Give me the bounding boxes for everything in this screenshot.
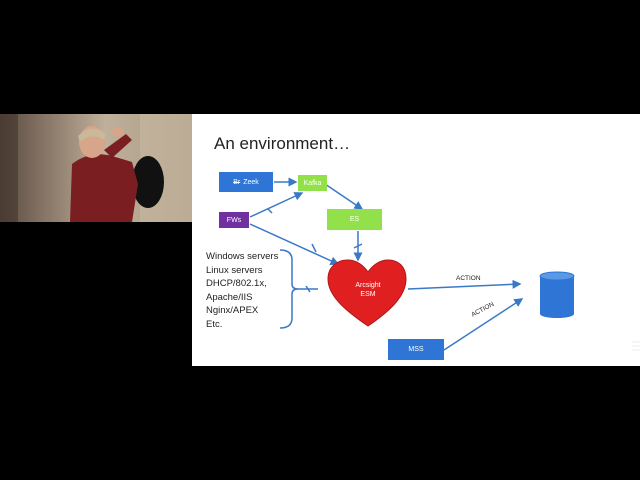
node-mss: MSS [388, 339, 444, 360]
arrow-fws-to-esm [249, 223, 340, 265]
speaker-video [0, 114, 192, 222]
node-esm-line1: Arcsight [355, 282, 381, 289]
source-item: DHCP/802.1x, [206, 278, 267, 290]
node-zeek-label: Zeek [243, 178, 259, 186]
arrow-kafka-to-es [324, 183, 364, 210]
slide-edge-marks [632, 341, 640, 351]
source-item: Apache/IIS [206, 291, 253, 303]
arrow-mss-to-db [443, 298, 524, 351]
arrow-fws-to-kafka [249, 192, 304, 218]
arrow-esm-to-db [407, 279, 522, 290]
slide: An environment… [192, 114, 640, 366]
source-item: Etc. [206, 318, 223, 330]
slide-title: An environment… [214, 134, 351, 153]
sources-list: Windows servers Linux servers DHCP/802.1… [206, 250, 278, 332]
edge-label-action-top: ACTION [456, 275, 481, 282]
node-esm: Arcsight ESM [342, 278, 394, 302]
node-zeek: Br Zeek [219, 172, 273, 192]
node-kafka: Kafka [298, 175, 327, 191]
source-item: Nginx/APEX [206, 305, 259, 317]
source-item: Linux servers [206, 264, 263, 276]
sources-brace [279, 249, 299, 329]
heart-shape [327, 259, 407, 327]
node-esm-line2: ESM [360, 291, 376, 298]
node-es: ES [327, 209, 382, 230]
node-zeek-strike: Br [233, 178, 241, 186]
speaker-figure [0, 114, 192, 222]
diagram-connectors [249, 177, 640, 351]
node-fws: FWs [219, 212, 249, 228]
source-item: Windows servers [206, 251, 279, 262]
database-icon [539, 271, 575, 318]
